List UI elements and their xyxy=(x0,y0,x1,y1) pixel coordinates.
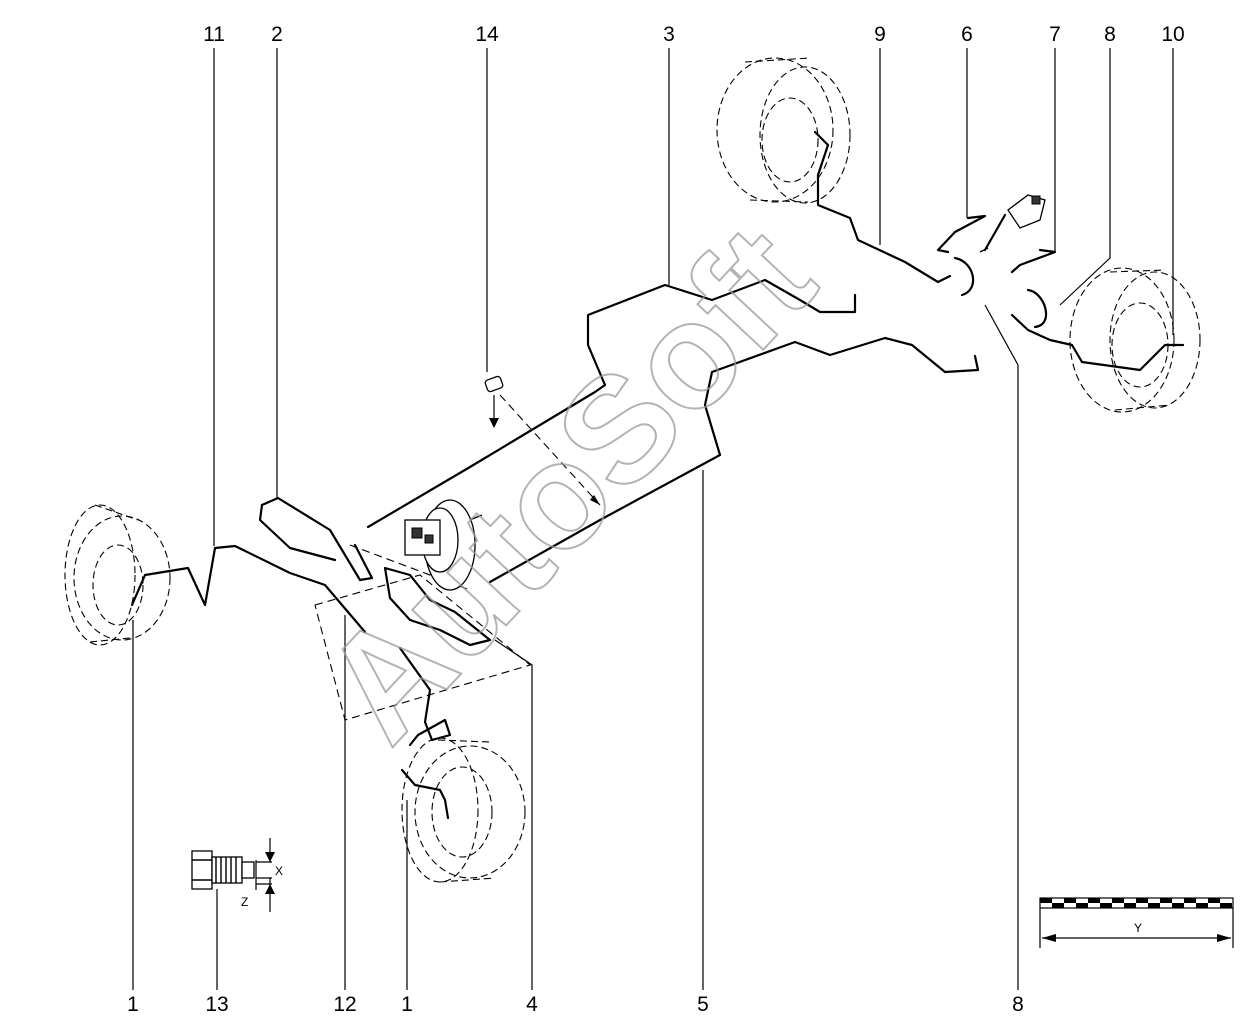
callout-10: 10 xyxy=(1161,23,1184,46)
watermark-text: AutoSoft xyxy=(291,194,846,772)
callout-1-right: 1 xyxy=(401,993,413,1016)
callout-13: 13 xyxy=(205,993,228,1016)
callout-5: 5 xyxy=(697,993,709,1016)
scale-bar xyxy=(1039,897,1234,948)
callout-12: 12 xyxy=(333,993,356,1016)
dimension-x-label: X xyxy=(275,864,283,878)
wheel-front-left xyxy=(64,504,171,646)
wheel-rear-right xyxy=(1069,267,1201,413)
pipe-fitting-detail xyxy=(191,838,275,912)
brake-booster-master-cylinder xyxy=(404,499,483,591)
callout-7: 7 xyxy=(1049,23,1061,46)
callout-1-left: 1 xyxy=(127,993,139,1016)
callout-4: 4 xyxy=(526,993,538,1016)
callout-2: 2 xyxy=(271,23,283,46)
union-fitting xyxy=(484,375,600,505)
callout-11: 11 xyxy=(203,23,225,46)
callout-8-bottom: 8 xyxy=(1012,993,1024,1016)
callout-9: 9 xyxy=(874,23,886,46)
leader-lines xyxy=(132,48,1174,990)
pressure-regulator xyxy=(979,194,1046,253)
callout-3: 3 xyxy=(663,23,675,46)
dimension-z-label: Z xyxy=(241,895,248,909)
callout-8-top: 8 xyxy=(1104,23,1116,46)
brake-pipes xyxy=(130,130,1185,820)
wheel-rear-left xyxy=(716,57,851,204)
callout-6: 6 xyxy=(961,23,973,46)
callout-14: 14 xyxy=(475,23,499,46)
dimension-y-label: Y xyxy=(1134,921,1142,935)
